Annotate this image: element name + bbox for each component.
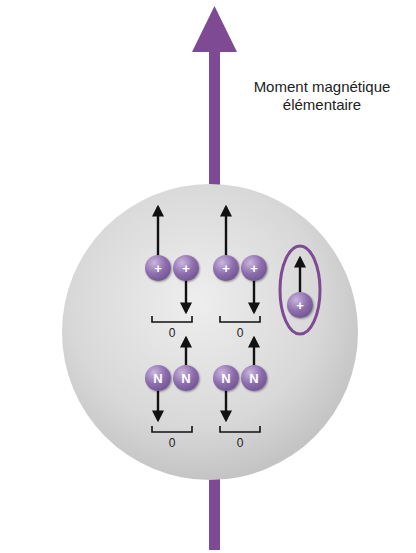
particle-sphere: +	[213, 255, 239, 281]
particle-symbol: +	[250, 262, 258, 275]
nucleus	[62, 184, 358, 480]
sum-zero: 0	[230, 326, 250, 340]
particle-symbol: +	[154, 262, 162, 275]
particle-symbol: +	[222, 262, 230, 275]
sum-zero: 0	[162, 436, 182, 450]
spin-arrows	[158, 207, 300, 420]
particle-symbol: +	[296, 299, 304, 312]
title-label: Moment magnétique élémentaire	[237, 78, 407, 114]
particle-symbol: N	[153, 372, 162, 385]
particle-sphere: +	[173, 255, 199, 281]
particle-sphere: N	[173, 365, 199, 391]
particle-sphere: +	[145, 255, 171, 281]
unpaired-highlight	[280, 246, 320, 334]
particle-sphere: N	[241, 365, 267, 391]
particle-symbol: N	[221, 372, 230, 385]
particle-symbol: N	[181, 372, 190, 385]
particle-sphere: N	[213, 365, 239, 391]
particle-sphere: +	[287, 292, 313, 318]
sum-zero: 0	[230, 436, 250, 450]
particle-symbol: +	[182, 262, 190, 275]
particle-sphere: N	[145, 365, 171, 391]
particle-sphere: +	[241, 255, 267, 281]
sum-zero: 0	[162, 326, 182, 340]
particle-symbol: N	[249, 372, 258, 385]
